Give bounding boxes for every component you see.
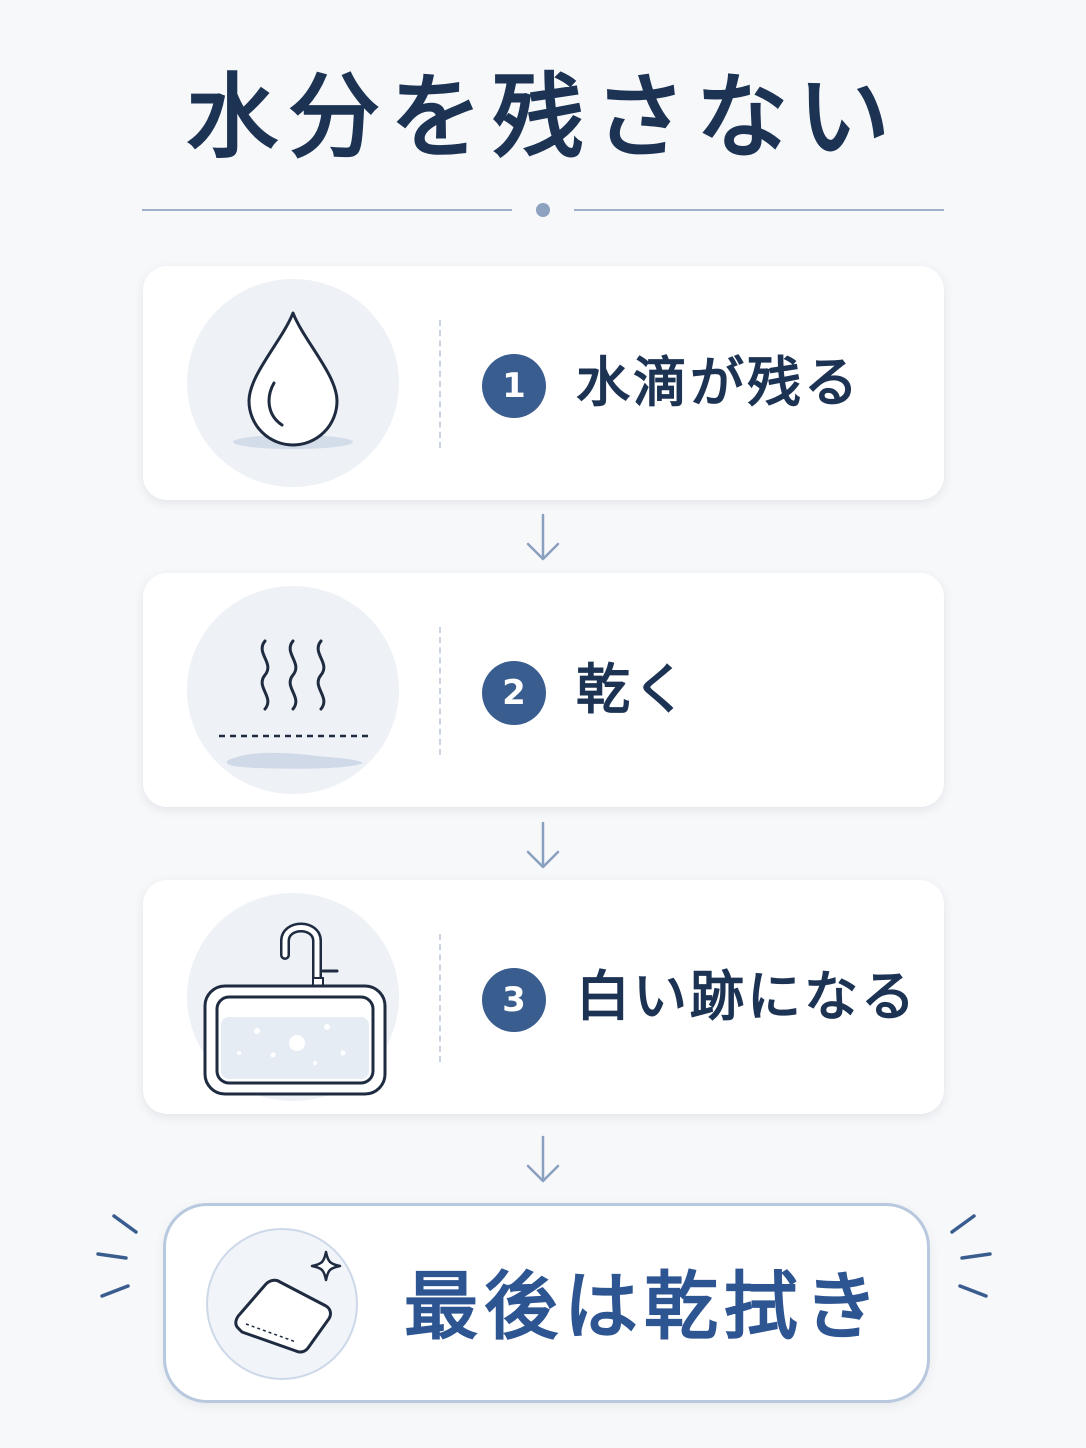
water-drop-icon: [187, 279, 399, 487]
down-arrow-icon: [526, 513, 560, 561]
down-arrow-icon: [526, 821, 560, 869]
step-card-2: 2 乾く: [143, 573, 944, 807]
card-separator: [439, 934, 441, 1062]
step-number-badge: 3: [482, 968, 546, 1032]
cloth-icon: [206, 1228, 358, 1380]
sparkle-rays-left-icon: [96, 1214, 138, 1298]
page-title: 水分を残さない: [185, 64, 900, 171]
step-card-1: 1 水滴が残る: [143, 266, 944, 500]
card-separator: [439, 627, 441, 755]
step-number-badge: 1: [482, 354, 546, 418]
title-divider-dot: [536, 203, 550, 217]
title-divider-right: [574, 209, 944, 211]
final-step-label: 最後は乾拭き: [404, 1264, 884, 1350]
final-step-card: 最後は乾拭き: [163, 1203, 930, 1403]
sparkle-rays-right-icon: [950, 1214, 992, 1298]
step-label: 水滴が残る: [576, 351, 861, 414]
step-label: 白い跡になる: [576, 965, 918, 1028]
evaporation-icon: [187, 586, 399, 794]
card-separator: [439, 320, 441, 448]
step-number-badge: 2: [482, 661, 546, 725]
step-label: 乾く: [576, 658, 690, 721]
sink-icon: [187, 893, 399, 1101]
down-arrow-icon: [526, 1135, 560, 1183]
title-divider-left: [142, 209, 512, 211]
step-card-3: 3 白い跡になる: [143, 880, 944, 1114]
